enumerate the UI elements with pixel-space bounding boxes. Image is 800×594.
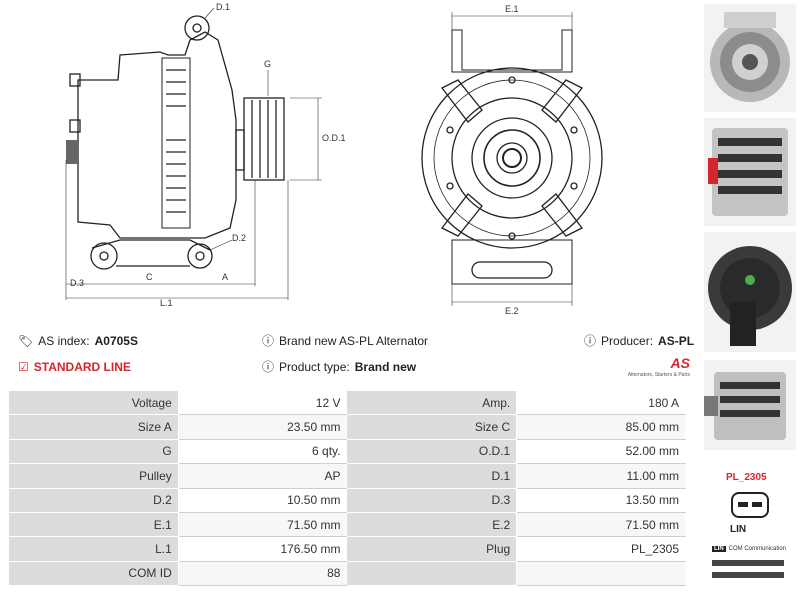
product-photo-side[interactable] <box>704 118 796 226</box>
spec-key: Size C <box>346 414 518 440</box>
spec-value: 71.50 mm <box>177 511 348 538</box>
label-l1: L.1 <box>160 298 173 308</box>
label-a: A <box>222 272 228 282</box>
spec-key: Plug <box>346 536 518 562</box>
spec-key: E.1 <box>8 511 179 538</box>
as-index-label: AS index: <box>38 334 90 348</box>
label-d3: D.3 <box>70 278 84 288</box>
spec-value: AP <box>177 463 348 489</box>
spec-value: 10.50 mm <box>177 487 348 513</box>
producer-label: Producer: <box>601 334 654 348</box>
spec-key: D.1 <box>346 463 518 489</box>
label-od1: O.D.1 <box>322 133 346 143</box>
front-view-drawing <box>421 29 603 285</box>
plug-code: PL_2305 <box>726 472 767 483</box>
producer: ⓘ Producer: AS-PL <box>584 330 694 352</box>
spec-value: 180 A <box>516 389 686 416</box>
plug-connector-icon <box>731 492 769 518</box>
spec-key: COM ID <box>8 560 179 587</box>
label-e2: E.2 <box>505 306 519 316</box>
label-d2: D.2 <box>232 233 246 243</box>
spec-key <box>346 560 518 587</box>
spec-key: Amp. <box>346 389 518 416</box>
info-circle-icon: ⓘ <box>584 334 597 348</box>
asp-logo: AS Alternators, Starters & Parts <box>620 354 690 384</box>
spec-value: 176.50 mm <box>177 536 348 562</box>
side-view-drawing <box>66 15 285 270</box>
front-view-dimensions <box>451 12 573 306</box>
logo-text: AS <box>670 355 690 371</box>
spec-value: 11.00 mm <box>516 463 686 489</box>
side-view-dimensions <box>65 7 322 300</box>
spec-key: E.2 <box>346 511 518 538</box>
standard-line: ☑ STANDARD LINE <box>18 356 131 378</box>
spec-value: 88 <box>177 560 348 587</box>
description-text: Brand new AS-PL Alternator <box>279 334 428 348</box>
plug-pin-label: LIN <box>730 524 747 535</box>
as-index-value: A0705S <box>94 334 138 348</box>
technical-drawings: D.1 G O.D.1 D.2 D.3 C A L.1 E.1 E.2 <box>65 2 603 316</box>
tag-icon: 🏷 <box>18 334 34 348</box>
label-d1: D.1 <box>216 2 230 12</box>
product-photo-top[interactable] <box>704 360 796 450</box>
info-circle-icon: ⓘ <box>262 334 275 348</box>
as-index: 🏷 AS index: A0705S <box>18 330 138 352</box>
label-c: C <box>146 272 153 282</box>
product-photo-rear[interactable] <box>704 232 796 352</box>
spec-key: Pulley <box>8 463 179 489</box>
info-circle-icon: ⓘ <box>262 360 275 374</box>
product-photo-front[interactable] <box>704 4 796 112</box>
spec-value: 23.50 mm <box>177 414 348 440</box>
spec-key: O.D.1 <box>346 438 518 465</box>
standard-line-text: STANDARD LINE <box>33 360 131 374</box>
spec-value: 85.00 mm <box>516 414 686 440</box>
label-g: G <box>264 59 271 69</box>
legend-key: LIN <box>712 546 726 552</box>
spec-value: 71.50 mm <box>516 511 686 538</box>
spec-key: G <box>8 438 179 465</box>
legend-bar-2 <box>712 572 784 578</box>
spec-key: L.1 <box>8 536 179 562</box>
product-type: ⓘ Product type: Brand new <box>262 356 416 378</box>
plug-legend: LIN COM Communication <box>712 546 786 552</box>
spec-key: Voltage <box>8 389 179 416</box>
spec-key: Size A <box>8 414 179 440</box>
spec-value: 12 V <box>177 389 348 416</box>
info-row-1: 🏷 AS index: A0705S ⓘ Brand new AS-PL Alt… <box>0 330 700 352</box>
spec-value <box>516 560 686 587</box>
logo-tagline: Alternators, Starters & Parts <box>627 372 690 378</box>
spec-key: D.2 <box>8 487 179 513</box>
spec-value: 13.50 mm <box>516 487 686 513</box>
spec-value: 6 qty. <box>177 438 348 465</box>
product-type-value: Brand new <box>354 360 417 374</box>
label-e1: E.1 <box>505 4 519 14</box>
spec-value: PL_2305 <box>516 536 686 562</box>
producer-value: AS-PL <box>658 334 695 348</box>
legend-text: COM Communication <box>728 546 787 552</box>
checkbox-icon: ☑ <box>18 360 29 374</box>
legend-bar-1 <box>712 560 784 566</box>
product-photos <box>700 0 800 594</box>
spec-value: 52.00 mm <box>516 438 686 465</box>
product-description: ⓘ Brand new AS-PL Alternator <box>262 330 428 352</box>
product-type-label: Product type: <box>279 360 350 374</box>
spec-key: D.3 <box>346 487 518 513</box>
info-row-2: ☑ STANDARD LINE ⓘ Product type: Brand ne… <box>0 356 700 378</box>
